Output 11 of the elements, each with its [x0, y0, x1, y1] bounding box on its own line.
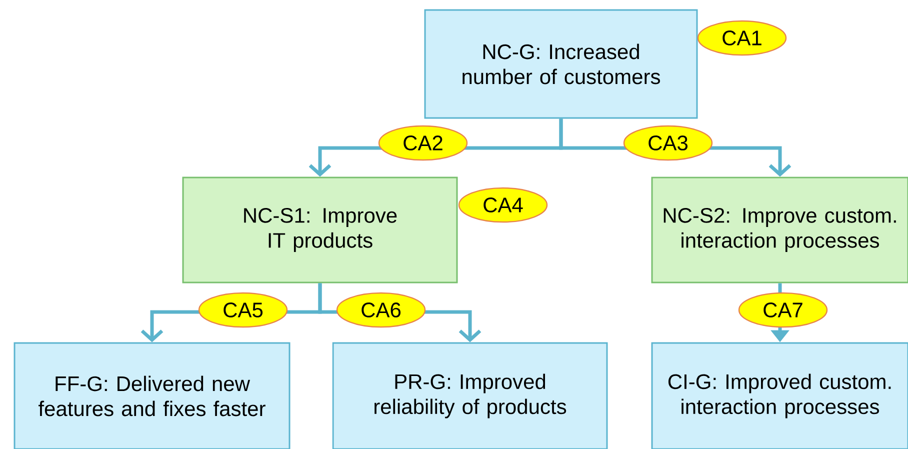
edge-label: CA6 [336, 292, 426, 328]
edge-label: CA5 [198, 292, 288, 328]
edge-label: CA7 [738, 292, 828, 328]
goal-box: FF-G: Delivered new features and fixes faster [14, 342, 290, 449]
goal-box: CI-G: Improved custom. interaction processes [651, 342, 908, 449]
goal-box: NC-S1: Improve IT products [182, 176, 458, 284]
edge-label: CA2 [378, 125, 468, 161]
goal-box: NC-G: Increased number of customers [424, 9, 698, 119]
goal-box: NC-S2: Improve custom. interaction processes [651, 176, 908, 284]
edge-label: CA3 [623, 125, 713, 161]
goal-box: PR-G: Improved reliability of products [332, 342, 608, 449]
